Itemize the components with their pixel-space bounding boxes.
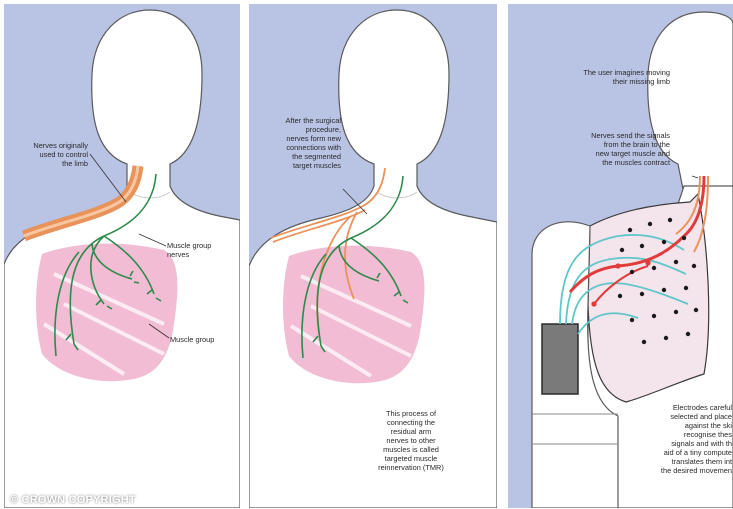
label-muscle-group: Muscle group <box>170 335 214 344</box>
label-line: This process of <box>361 409 461 418</box>
label-line: targeted muscle <box>361 454 461 463</box>
label-surgical-procedure: After the surgical procedure, nerves for… <box>253 116 341 170</box>
label-line: against the ski <box>632 421 732 430</box>
label-line: used to control <box>6 150 88 159</box>
label-line: connecting the <box>361 418 461 427</box>
label-line: from the brain to the <box>510 140 670 149</box>
label-line: signals and with th <box>632 439 732 448</box>
label-original-nerves: Nerves originally used to control the li… <box>6 141 88 168</box>
panel-prosthetic-control: The user imagines moving their missing l… <box>508 4 733 508</box>
label-line: procedure, <box>253 125 341 134</box>
copyright-watermark: © CROWN COPYRIGHT <box>10 494 136 506</box>
label-line: Nerves originally <box>6 141 88 150</box>
label-line: translates them int <box>632 457 732 466</box>
label-line: the limb <box>6 159 88 168</box>
muscle-group <box>283 246 424 384</box>
label-line: connections with <box>253 143 341 152</box>
label-nerves-send-signals: Nerves send the signals from the brain t… <box>510 131 670 167</box>
label-line: their missing limb <box>510 77 670 86</box>
label-line: the muscles contract <box>510 158 670 167</box>
label-line: Muscle group <box>170 335 214 344</box>
label-line: residual arm <box>361 427 461 436</box>
label-tmr: This process of connecting the residual … <box>361 409 461 472</box>
battery-unit <box>542 324 578 394</box>
panel-original-nerves: Nerves originally used to control the li… <box>4 4 240 508</box>
label-electrodes: Electrodes careful selected and place ag… <box>632 403 732 475</box>
label-line: nerves form new <box>253 134 341 143</box>
label-line: recognise thes <box>632 430 732 439</box>
label-line: The user imagines moving <box>510 68 670 77</box>
label-muscle-group-nerves: Muscle group nerves <box>167 241 211 259</box>
label-line: reinnervation (TMR) <box>361 463 461 472</box>
label-line: nerves <box>167 250 211 259</box>
label-line: nerves to other <box>361 436 461 445</box>
panel-surgical-procedure: After the surgical procedure, nerves for… <box>249 4 497 508</box>
label-line: the desired movemen <box>632 466 732 475</box>
label-line: Nerves send the signals <box>510 131 670 140</box>
label-line: muscles is called <box>361 445 461 454</box>
muscle-group <box>36 244 177 382</box>
label-line: aid of a tiny compute <box>632 448 732 457</box>
label-line: the segmented <box>253 152 341 161</box>
label-line: selected and place <box>632 412 732 421</box>
label-user-imagines: The user imagines moving their missing l… <box>510 68 670 86</box>
label-line: target muscles <box>253 161 341 170</box>
label-line: After the surgical <box>253 116 341 125</box>
label-line: Electrodes careful <box>632 403 732 412</box>
label-line: new target muscle and <box>510 149 670 158</box>
label-line: Muscle group <box>167 241 211 250</box>
